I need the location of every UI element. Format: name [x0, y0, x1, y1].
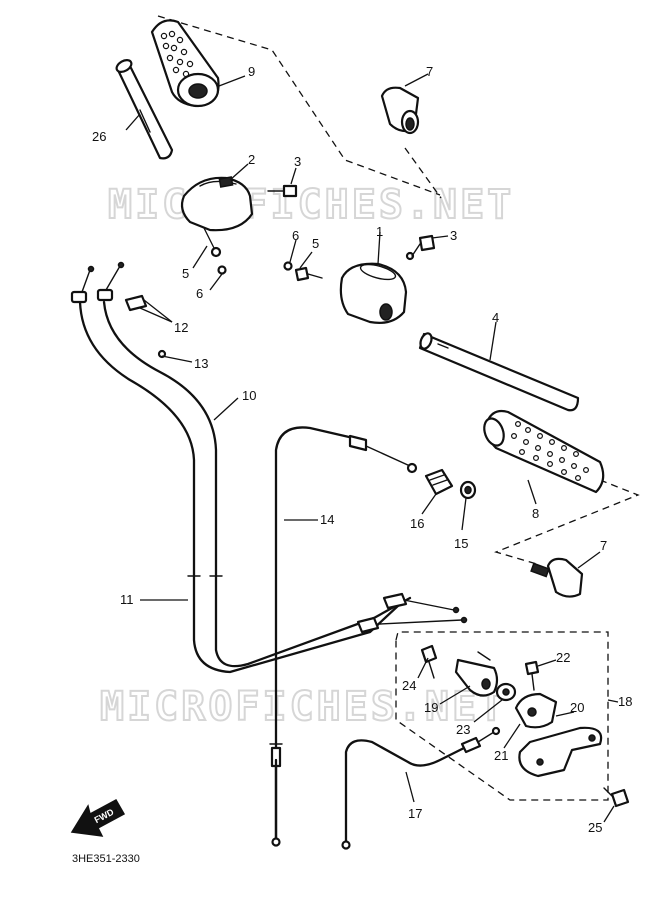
callout-5-right: 5: [312, 236, 319, 251]
throttle-cables: [70, 261, 468, 674]
callout-17: 17: [408, 806, 422, 821]
callout-numbers: 9 26 7 2 3 5 6 6 5 1 3 4 12 13 10 11 14 …: [92, 64, 632, 835]
callout-2: 2: [248, 152, 255, 167]
callout-18: 18: [618, 694, 632, 709]
choke-cable: [269, 426, 418, 842]
callout-20: 20: [570, 700, 584, 715]
handlebar-tube-right: [418, 332, 580, 412]
choke-lever-cable: [341, 726, 501, 850]
callout-1: 1: [376, 224, 383, 239]
callout-14: 14: [320, 512, 334, 527]
watermark-top: MICROFICHES.NET: [108, 182, 514, 228]
callout-25: 25: [588, 820, 602, 835]
callout-24: 24: [402, 678, 416, 693]
callout-7-bottom: 7: [600, 538, 607, 553]
screw-3-top: [267, 184, 298, 198]
callout-4: 4: [492, 310, 499, 325]
throttle-housing-right: [339, 251, 415, 324]
callout-6-left: 6: [196, 286, 203, 301]
callout-8: 8: [532, 506, 539, 521]
callout-19: 19: [424, 700, 438, 715]
switch-housing-left: [180, 176, 254, 258]
callout-7-top: 7: [426, 64, 433, 79]
callout-6-right: 6: [292, 228, 299, 243]
choke-lever-assembly: [420, 644, 630, 808]
locknut: [459, 480, 477, 500]
callout-22: 22: [556, 650, 570, 665]
watermark-bottom: MICROFICHES.NET: [100, 684, 506, 730]
small-hardware-left: [217, 261, 323, 282]
callout-11: 11: [120, 592, 134, 607]
callout-12: 12: [174, 320, 188, 335]
callout-3-right: 3: [450, 228, 457, 243]
callout-21: 21: [494, 748, 508, 763]
lower-cable-ends: [271, 758, 281, 847]
bar-end-weight-top: [380, 86, 420, 135]
cable-adjuster: [424, 468, 454, 496]
callout-10: 10: [242, 388, 256, 403]
callout-13: 13: [194, 356, 208, 371]
callout-16: 16: [410, 516, 424, 531]
grip-right: [483, 409, 605, 494]
callout-15: 15: [454, 536, 468, 551]
callout-leader-lines: [125, 73, 619, 823]
callout-9: 9: [248, 64, 255, 79]
callout-5-left: 5: [182, 266, 189, 281]
handlebar-tube-left: [115, 59, 174, 160]
screw-3-right: [411, 234, 436, 257]
bar-end-weight-bottom: [530, 557, 584, 598]
diagram-part-code: 3HE351-2330: [72, 853, 140, 865]
grip-left: [150, 19, 220, 108]
forward-arrow-icon: FWD: [70, 798, 126, 837]
callout-26: 26: [92, 129, 106, 144]
dashed-assembly-lines: [157, 15, 640, 801]
callout-3-top: 3: [294, 154, 301, 169]
callout-23: 23: [456, 722, 470, 737]
